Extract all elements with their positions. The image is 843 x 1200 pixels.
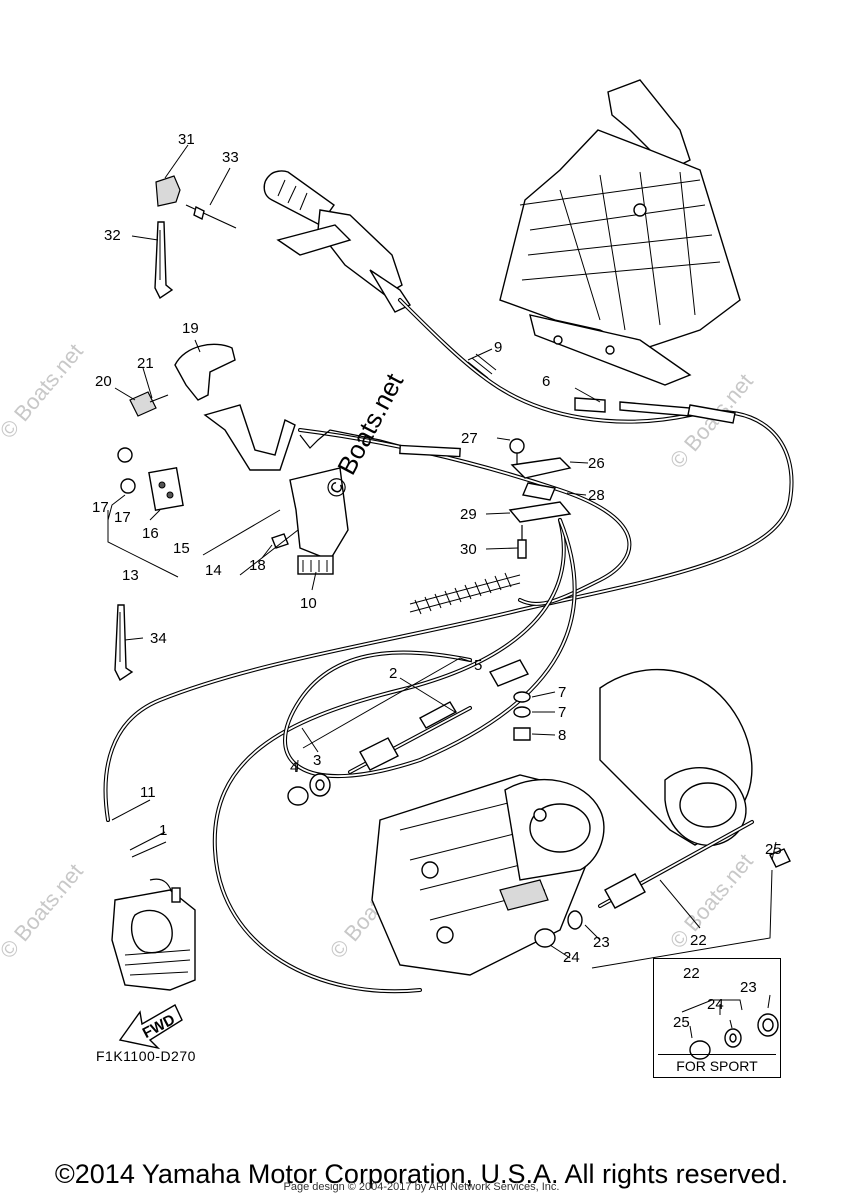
fwd-arrow: FWD (118, 1004, 183, 1050)
callout-29: 29 (460, 506, 477, 523)
inset-divider (658, 1054, 776, 1055)
watermark-tile: © Boats.net (0, 339, 88, 443)
diagram-code: F1K1100-D270 (96, 1048, 196, 1064)
jet-pump-housing (371, 668, 753, 976)
callout-25: 25 (765, 841, 782, 858)
callout-9: 9 (494, 339, 502, 356)
callout-34: 34 (150, 630, 167, 647)
cable-end-front (287, 659, 531, 806)
throttle-cable (103, 298, 794, 822)
callout-26: 26 (588, 455, 605, 472)
callout-14: 14 (205, 562, 222, 579)
callout-23: 23 (593, 934, 610, 951)
throttle-housing (111, 878, 196, 991)
callout-13: 13 (122, 567, 139, 584)
callout-10: 10 (300, 595, 317, 612)
callout-3: 3 (313, 752, 321, 769)
cable-end-rear (534, 820, 791, 948)
callout-15: 15 (173, 540, 190, 557)
callout-28: 28 (588, 487, 605, 504)
callout-27: 27 (461, 430, 478, 447)
callout-18: 18 (249, 557, 266, 574)
callout-31: 31 (178, 131, 195, 148)
callout-5: 5 (474, 657, 482, 674)
callouts: 1 2 3 4 5 6 7 7 8 9 10 11 13 14 15 16 17… (92, 131, 782, 966)
callout-30: 30 (460, 541, 477, 558)
lever-cover (129, 343, 236, 417)
callout-20: 20 (95, 373, 112, 390)
callout-17a: 17 (92, 499, 109, 516)
callout-6: 6 (542, 373, 550, 390)
inset-callout-23: 23 (740, 979, 757, 996)
callout-32: 32 (104, 227, 121, 244)
callout-7b: 7 (558, 704, 566, 721)
copyright: ©2014 Yamaha Motor Corporation, U.S.A. A… (54, 1159, 789, 1189)
callout-1: 1 (159, 822, 167, 839)
callout-22: 22 (690, 932, 707, 949)
bracket-assembly (117, 404, 461, 575)
callout-8: 8 (558, 727, 566, 744)
tie-straps (114, 175, 237, 682)
callout-17b: 17 (114, 509, 131, 526)
callout-24: 24 (563, 949, 580, 966)
callout-19: 19 (182, 320, 199, 337)
callout-4: 4 (290, 759, 298, 776)
page-design-credit: Page design © 2004-2017 by ARI Network S… (283, 1181, 560, 1193)
callout-16: 16 (142, 525, 159, 542)
leader-lines (107, 144, 777, 969)
callout-7a: 7 (558, 684, 566, 701)
for-sport-inset: FOR SPORT (653, 958, 781, 1078)
watermark-tile: © Boats.net (0, 859, 88, 963)
inset-title: FOR SPORT (676, 1058, 758, 1074)
callout-21: 21 (137, 355, 154, 372)
callout-2: 2 (389, 665, 397, 682)
steering-column (499, 79, 741, 386)
inset-callout-22: 22 (683, 965, 700, 982)
callout-11: 11 (140, 784, 156, 801)
callout-33: 33 (222, 149, 239, 166)
handlebar-grip (263, 170, 412, 313)
inset-callout-24: 24 (707, 996, 724, 1013)
inset-callout-25: 25 (673, 1014, 690, 1031)
cable-guide (508, 438, 572, 559)
watermark-tile: © Boats.net (665, 369, 758, 473)
